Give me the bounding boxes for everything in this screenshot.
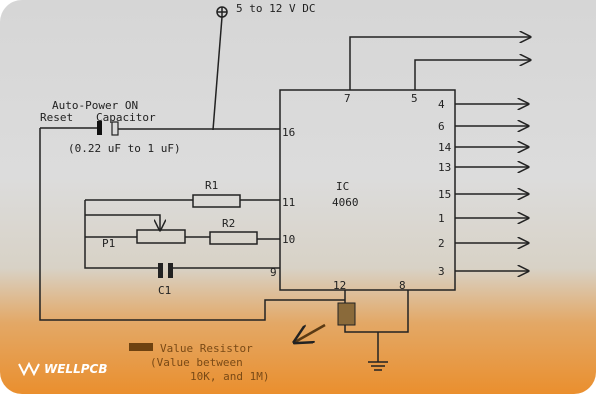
pin-11: 11: [282, 196, 295, 209]
power-wire: [212, 16, 223, 131]
pin-5: 5: [411, 92, 418, 105]
pin-3: 3: [438, 265, 445, 278]
ic-label: IC: [336, 180, 349, 193]
label-r1: R1: [205, 179, 218, 192]
ic-part-number: 4060: [332, 196, 359, 209]
wellpcb-logo: WELLPCB: [18, 362, 107, 376]
note-line-1: Value Resistor: [160, 342, 253, 355]
pin-1: 1: [438, 212, 445, 225]
label-c1: C1: [158, 284, 171, 297]
pin-4: 4: [438, 98, 445, 111]
potentiometer-p1: [136, 229, 186, 244]
value-resistor-legend-swatch: [129, 343, 153, 351]
ic-4060-circuit-diagram: 5 to 12 V DC Auto-Power ON Reset Capacit…: [39, 2, 596, 383]
pin-16: 16: [282, 126, 295, 139]
pin-8: 8: [399, 279, 406, 292]
note-line-3: 10K, and 1M): [190, 370, 269, 383]
pin-14: 14: [438, 141, 452, 154]
pin-2: 2: [438, 237, 445, 250]
capacitor-label-2b: Capacitor: [96, 111, 156, 124]
note-line-2: (Value between: [150, 356, 243, 369]
paper-background: 5 to 12 V DC Auto-Power ON Reset Capacit…: [0, 0, 596, 394]
ic-4060-body: [279, 89, 456, 291]
reset-capacitor: [97, 121, 102, 135]
logo-text: WELLPCB: [44, 362, 108, 376]
capacitor-label-2a: Reset: [40, 111, 73, 124]
label-p1: P1: [102, 237, 115, 250]
label-r2: R2: [222, 217, 235, 230]
wellpcb-logo-icon: [18, 362, 40, 376]
pin-9: 9: [270, 266, 277, 279]
pin-15: 15: [438, 188, 451, 201]
capacitor-c1: [158, 263, 163, 278]
pin-10: 10: [282, 233, 295, 246]
pin-12: 12: [333, 279, 346, 292]
supply-label: 5 to 12 V DC: [236, 2, 315, 15]
crystal: [337, 302, 356, 326]
pin-13: 13: [438, 161, 451, 174]
capacitor-value: (0.22 uF to 1 uF): [68, 142, 181, 155]
resistor-r2: [209, 231, 258, 245]
capacitor-label-1: Auto-Power ON: [52, 99, 138, 112]
pin-7: 7: [344, 92, 351, 105]
pin-6: 6: [438, 120, 445, 133]
resistor-r1: [192, 194, 241, 208]
